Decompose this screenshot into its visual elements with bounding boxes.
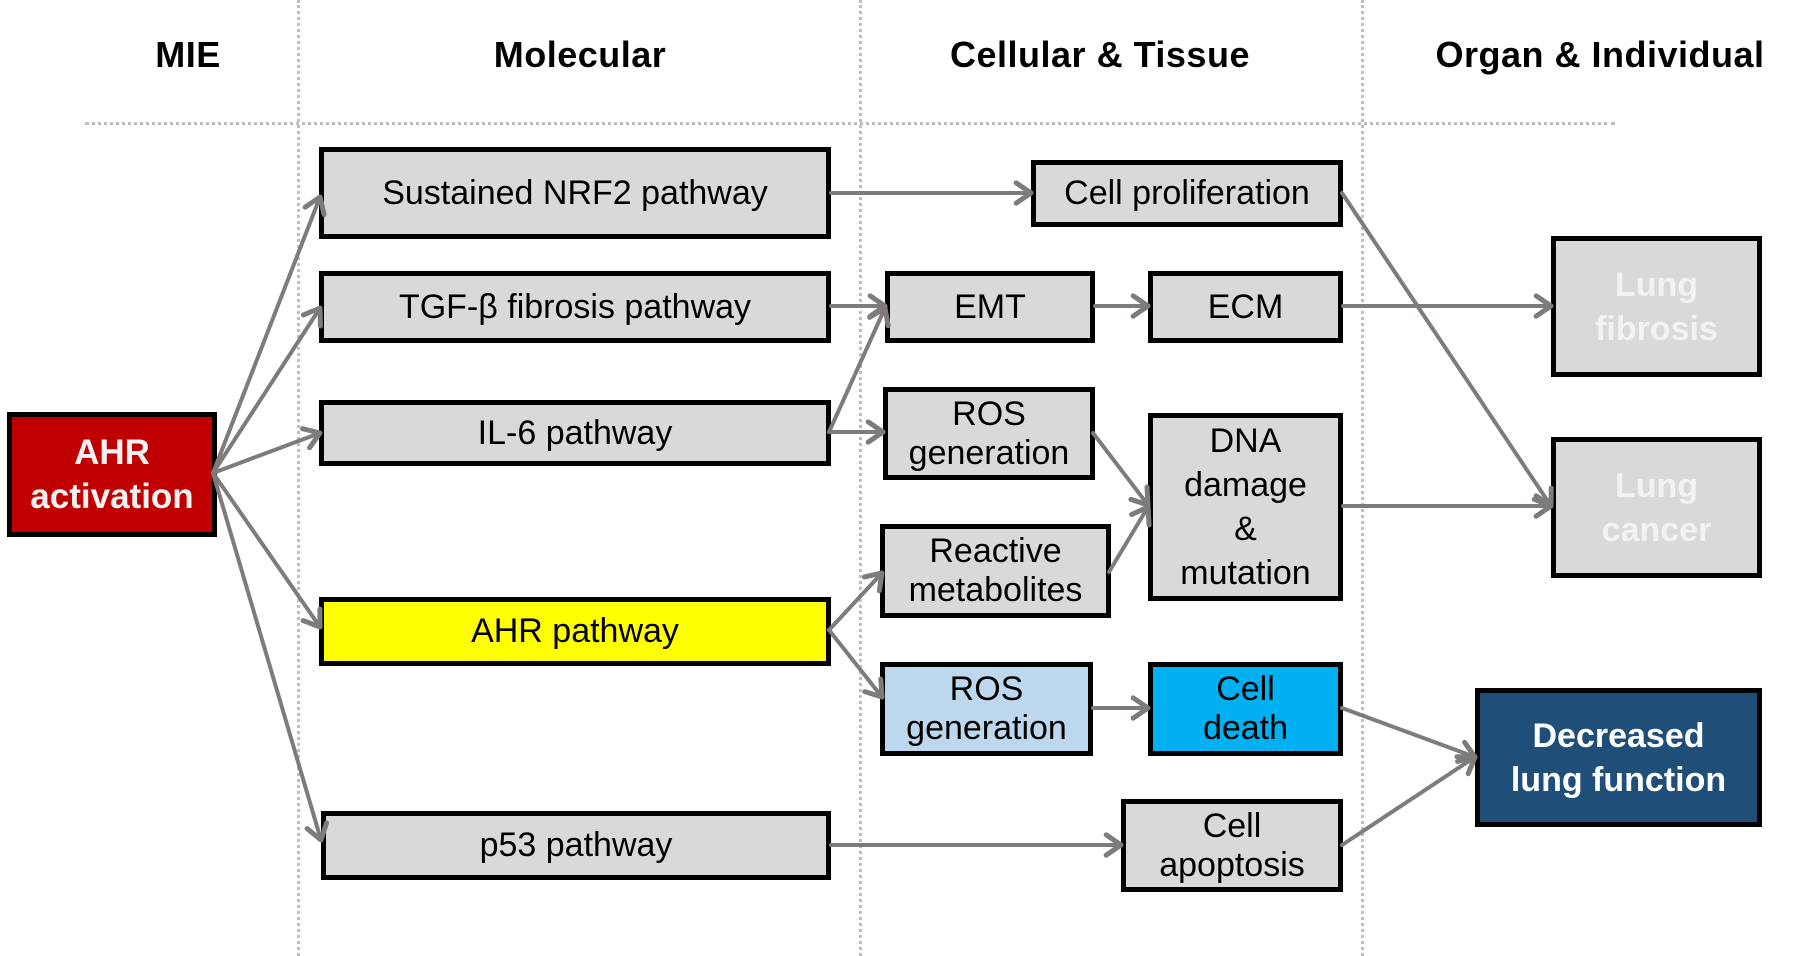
column-header-mie: MIE bbox=[155, 34, 221, 75]
arrowhead-icon bbox=[1103, 832, 1124, 858]
edge-line bbox=[211, 195, 322, 475]
edge-ahr-activation-to-tgfb bbox=[211, 305, 323, 475]
column-header-molecular: Molecular bbox=[493, 34, 667, 75]
header-divider bbox=[85, 122, 1615, 125]
edge-ecm-to-lung-fibrosis bbox=[1341, 293, 1554, 319]
node-p53-pathway[interactable]: p53 pathway bbox=[321, 811, 831, 880]
node-reactive-metabolites[interactable]: Reactive metabolites bbox=[880, 524, 1111, 618]
node-ecm[interactable]: ECM bbox=[1148, 271, 1343, 343]
edge-tgfb-to-emt bbox=[829, 293, 888, 319]
edge-ahr-activation-to-ahr-pathway bbox=[211, 471, 323, 630]
edge-ahr-activation-to-il6 bbox=[211, 426, 323, 475]
column-divider-3 bbox=[1361, 0, 1364, 956]
arrowhead-icon bbox=[1128, 484, 1151, 508]
edge-line bbox=[211, 471, 322, 629]
edge-ahr-pathway-to-reactive-metabolites bbox=[827, 570, 885, 632]
node-ahr-pathway[interactable]: AHR pathway bbox=[319, 597, 831, 666]
edge-ros-1-to-dna-damage bbox=[1091, 431, 1151, 508]
edge-ahr-pathway-to-ros-2 bbox=[827, 628, 885, 700]
edge-cell-proliferation-to-lung-cancer bbox=[1340, 191, 1554, 509]
node-decreased-lung-function[interactable]: Decreased lung function bbox=[1475, 688, 1762, 827]
node-lung-cancer[interactable]: Lung cancer bbox=[1551, 437, 1762, 578]
arrowhead-icon bbox=[1013, 180, 1034, 206]
node-ros-generation-1[interactable]: ROS generation bbox=[883, 387, 1095, 480]
node-il6-pathway[interactable]: IL-6 pathway bbox=[319, 400, 831, 466]
edge-line bbox=[211, 306, 322, 475]
edge-line bbox=[827, 628, 884, 699]
column-header-organ-individual: Organ & Individual bbox=[1435, 34, 1765, 75]
node-ros-generation-2[interactable]: ROS generation bbox=[880, 662, 1093, 756]
node-ahr-activation[interactable]: AHR activation bbox=[7, 412, 217, 537]
edge-ros-2-to-cell-death bbox=[1091, 695, 1151, 721]
edge-il6-to-ros-1 bbox=[827, 419, 886, 445]
node-dna-damage-mutation[interactable]: DNA damage & mutation bbox=[1148, 413, 1343, 601]
arrowhead-icon bbox=[1533, 493, 1554, 519]
arrowhead-icon bbox=[865, 419, 886, 445]
edge-line bbox=[827, 306, 887, 434]
edge-ahr-activation-to-nrf2 bbox=[211, 194, 327, 475]
arrowhead-icon bbox=[300, 606, 323, 630]
arrowhead-icon bbox=[1130, 695, 1151, 721]
column-header-cellular-tissue: Cellular & Tissue bbox=[950, 34, 1250, 75]
edge-line bbox=[1091, 431, 1150, 507]
node-cell-proliferation[interactable]: Cell proliferation bbox=[1031, 160, 1343, 227]
edge-line bbox=[211, 431, 322, 475]
edge-p53-to-cell-apoptosis bbox=[829, 832, 1124, 858]
edge-ahr-activation-to-p53 bbox=[211, 471, 330, 843]
arrowhead-icon bbox=[1130, 293, 1151, 319]
node-cell-apoptosis[interactable]: Cell apoptosis bbox=[1121, 799, 1343, 892]
node-tgf-beta-fibrosis-pathway[interactable]: TGF-β fibrosis pathway bbox=[319, 271, 831, 343]
node-cell-death[interactable]: Cell death bbox=[1148, 662, 1343, 756]
edge-dna-damage-to-lung-cancer bbox=[1341, 493, 1554, 519]
node-lung-fibrosis[interactable]: Lung fibrosis bbox=[1551, 236, 1762, 377]
arrowhead-icon bbox=[1455, 739, 1478, 764]
edge-line bbox=[827, 571, 884, 632]
arrowhead-icon bbox=[300, 305, 323, 329]
arrowhead-icon bbox=[300, 426, 323, 451]
edge-line bbox=[1340, 191, 1553, 508]
column-divider-2 bbox=[859, 0, 862, 956]
edge-emt-to-ecm bbox=[1093, 293, 1151, 319]
node-emt[interactable]: EMT bbox=[885, 271, 1095, 343]
edge-line bbox=[1107, 505, 1150, 574]
arrowhead-icon bbox=[1531, 485, 1554, 509]
node-sustained-nrf2-pathway[interactable]: Sustained NRF2 pathway bbox=[319, 147, 831, 239]
edge-line bbox=[211, 471, 323, 842]
arrowhead-icon bbox=[1533, 293, 1554, 319]
column-divider-1 bbox=[297, 0, 300, 956]
arrowhead-icon bbox=[867, 293, 888, 319]
arrowhead-icon bbox=[1129, 504, 1152, 528]
arrowhead-icon bbox=[1454, 754, 1478, 777]
edge-reactive-metabolites-to-dna-damage bbox=[1107, 504, 1152, 574]
